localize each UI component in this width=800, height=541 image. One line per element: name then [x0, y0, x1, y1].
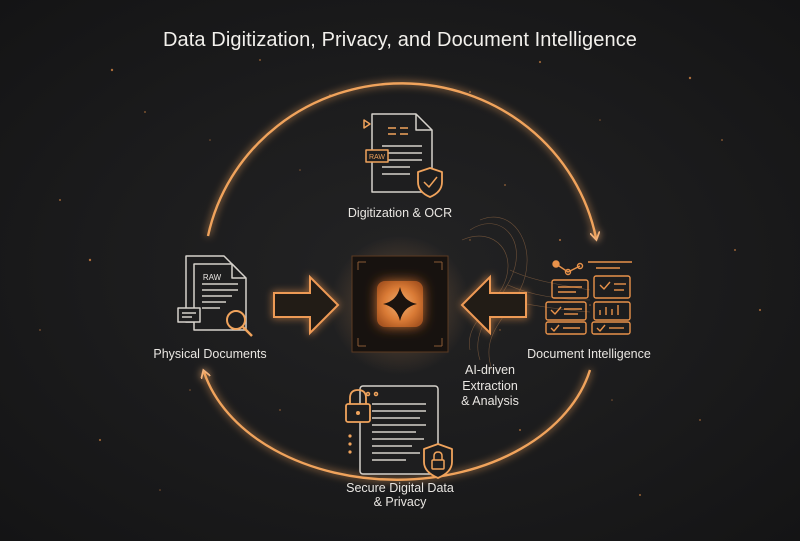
cycle-arrows — [204, 82, 596, 481]
digitization-label: Digitization & OCR — [347, 206, 453, 220]
dashboard-icon — [545, 260, 632, 335]
arrow-right-to-center — [460, 274, 527, 336]
ai-label-line-3: & Analysis — [461, 394, 519, 408]
ai-extraction-label: AI-driven Extraction & Analysis — [440, 363, 540, 410]
secure-label-line-2: & Privacy — [373, 495, 427, 509]
document-intelligence-label: Document Intelligence — [527, 347, 651, 361]
physical-documents-label: Physical Documents — [153, 347, 267, 361]
diagram-title: Data Digitization, Privacy, and Document… — [162, 29, 638, 51]
flow-arrows — [273, 274, 527, 336]
arrow-left-to-center — [273, 274, 340, 336]
arc-top — [206, 82, 596, 238]
ai-label-line-1: AI-driven — [464, 363, 516, 377]
documents-magnifier-icon — [177, 255, 253, 337]
secure-data-label: Secure Digital Data & Privacy — [325, 481, 475, 509]
secure-label-line-1: Secure Digital Data — [346, 481, 454, 495]
lock-document-icon — [345, 385, 453, 479]
ai-chip-icon — [330, 235, 470, 375]
background-sparkles — [39, 59, 762, 496]
arc-bottom — [204, 370, 592, 481]
ai-label-line-2: Extraction — [462, 378, 518, 393]
document-shield-icon — [363, 113, 443, 198]
digitization-badge-text: RAW — [369, 154, 385, 161]
physical-badge-text: RAW — [203, 273, 222, 282]
